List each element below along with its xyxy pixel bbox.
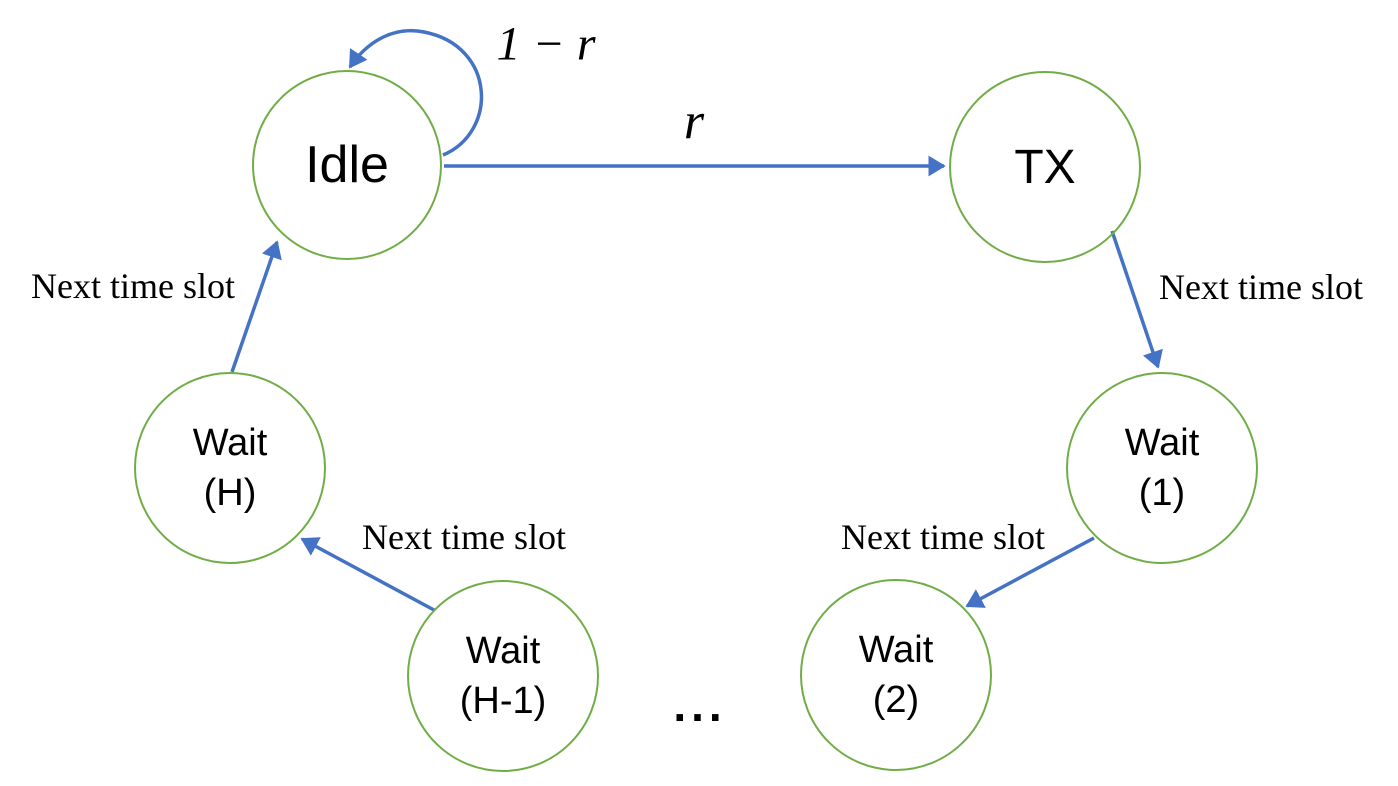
state-wait-1-label-line1: Wait xyxy=(1124,421,1200,464)
state-tx-label: TX xyxy=(1014,140,1076,194)
omitted-states-ellipsis: ... xyxy=(673,679,727,731)
transition-label-r: r xyxy=(683,93,705,151)
state-wait-H-minus-1-label-line1: Wait xyxy=(465,629,541,672)
state-wait-H-label-line1: Wait xyxy=(192,421,268,464)
state-wait-H: Wait (H) xyxy=(134,372,326,564)
state-tx: TX xyxy=(949,71,1141,263)
state-wait-1: Wait (1) xyxy=(1066,372,1258,564)
state-wait-1-label-line2: (1) xyxy=(1138,472,1186,514)
state-wait-2-label-line2: (2) xyxy=(872,679,920,721)
state-wait-H-minus-1-label-line2: (H-1) xyxy=(459,680,547,722)
state-idle-label: Idle xyxy=(305,136,389,194)
arrow-idle-self-loop xyxy=(348,28,484,157)
transition-label-1-minus-r: 1 − r xyxy=(496,17,596,71)
state-wait-2-label-line1: Wait xyxy=(858,628,934,671)
transition-label-wait1-wait2: Next time slot xyxy=(841,517,1045,557)
state-idle: Idle xyxy=(252,70,442,260)
arrow-waitH-to-idle xyxy=(230,240,282,373)
state-wait-2: Wait (2) xyxy=(800,579,992,771)
arrow-wait1-to-wait2 xyxy=(965,536,1095,608)
arrow-tx-to-wait1 xyxy=(1110,230,1163,369)
state-wait-H-label-line2: (H) xyxy=(203,472,257,514)
transition-label-tx-wait1: Next time slot xyxy=(1159,267,1363,307)
transition-label-waitH-idle: Next time slot xyxy=(31,266,235,306)
arrow-waitHm1-to-waitH xyxy=(300,537,435,612)
transition-label-waitHm1-waitH: Next time slot xyxy=(362,517,566,557)
state-wait-H-minus-1: Wait (H-1) xyxy=(407,580,599,772)
